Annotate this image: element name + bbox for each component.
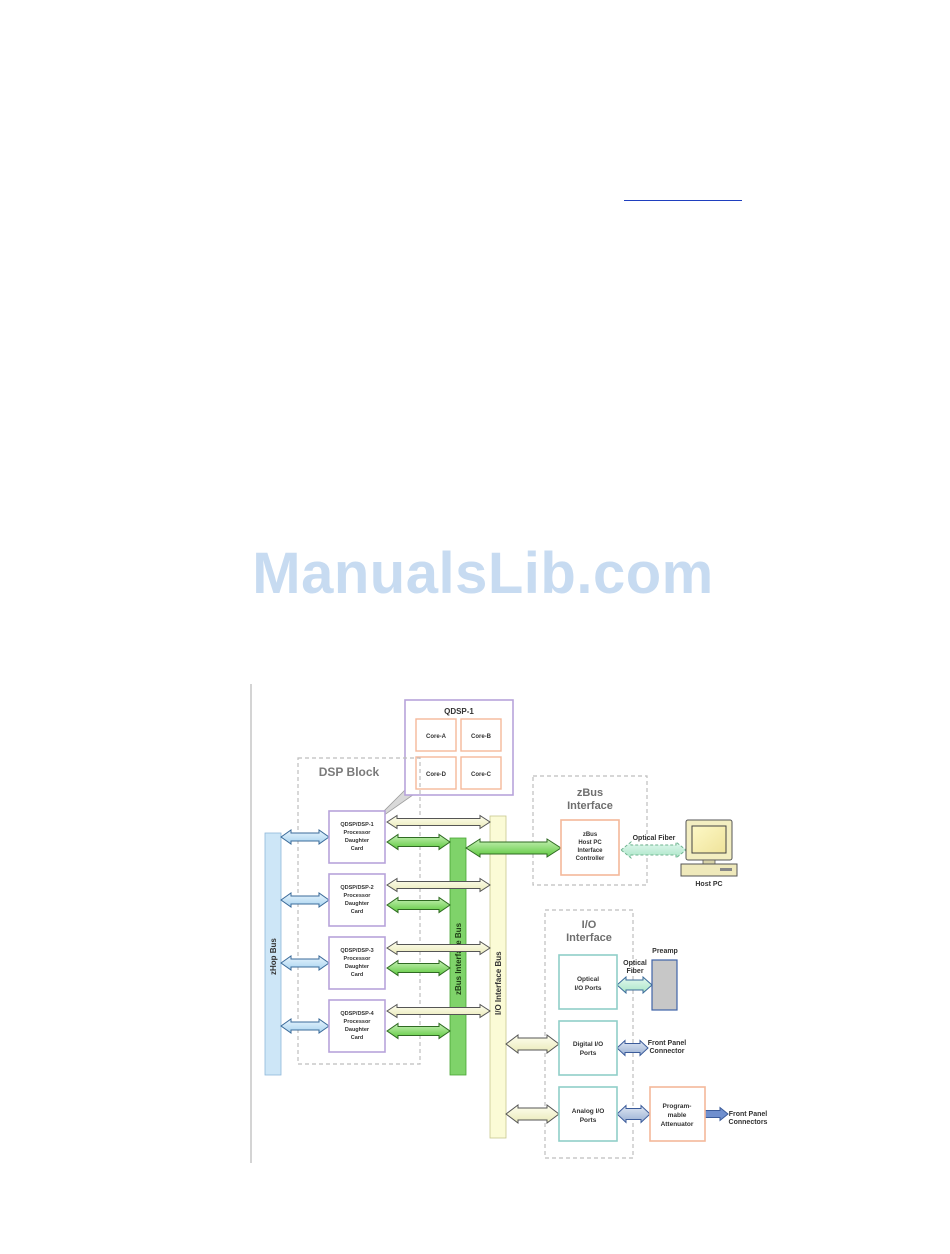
front-panel-connectors-label-2: Connectors: [729, 1119, 768, 1126]
zbus-controller-line-1: zBus: [583, 832, 598, 838]
card-4-to-io-bus-arrow: [386, 1003, 491, 1019]
card-1-to-zbus-arrow: [386, 833, 451, 851]
card-3-to-io-bus-arrow: [386, 940, 491, 956]
optical-io-ports-line-2: I/O Ports: [574, 985, 601, 992]
dsp-card-3: QDSP/DSP-3 Processor Daughter Card: [328, 936, 386, 990]
attenuator-line-2: mable: [668, 1112, 687, 1119]
zhop-to-card-2-arrow: [280, 892, 330, 908]
dsp-cards: QDSP/DSP-1 Processor Daughter Card QDSP/…: [328, 810, 386, 1053]
zhop-to-card-1-arrow: [280, 829, 330, 845]
optical-fiber-arrow: [620, 840, 687, 860]
dsp-card-4-line-2: Processor: [344, 1019, 372, 1025]
dsp-card-3-line-3: Daughter: [345, 964, 370, 970]
programmable-attenuator: Program- mable Attenuator: [649, 1086, 706, 1142]
front-panel-connector-label-1: Front Panel: [648, 1040, 687, 1047]
core-b: Core-B: [460, 718, 502, 752]
digital-io-ports: Digital I/O Ports: [558, 1020, 618, 1076]
analog-io-ports-line-2: Ports: [580, 1117, 597, 1124]
host-pc-label: Host PC: [695, 881, 722, 888]
page-link[interactable]: [624, 186, 742, 201]
dsp-card-2-line-1: QDSP/DSP-2: [340, 885, 373, 891]
digital-io-ports-line-1: Digital I/O: [573, 1041, 603, 1048]
zhop-to-card-4-arrow: [280, 1018, 330, 1034]
front-panel-connectors-label-1: Front Panel: [729, 1111, 768, 1118]
io-interface-bus: I/O Interface Bus: [489, 815, 507, 1139]
optical-fiber-label: Optical Fiber: [633, 835, 676, 842]
digital-io-ports-line-2: Ports: [580, 1050, 597, 1057]
optical-io-ports: Optical I/O Ports: [558, 954, 618, 1010]
core-a: Core-A: [415, 718, 457, 752]
io-interface-title-2: Interface: [566, 932, 612, 944]
analog-io-ports-line-1: Analog I/O: [572, 1108, 605, 1115]
dsp-card-4-line-4: Card: [351, 1035, 364, 1041]
preamp-label: Preamp: [652, 948, 678, 955]
dsp-card-4-line-3: Daughter: [345, 1027, 370, 1033]
dsp-card-2-line-4: Card: [351, 909, 364, 915]
core-a-label: Core-A: [426, 734, 447, 740]
host-pc-icon: Host PC: [680, 819, 738, 888]
qdsp-zoom-title: QDSP-1: [444, 707, 474, 716]
dsp-card-1-line-2: Processor: [344, 830, 372, 836]
front-panel-connector-label-2: Connector: [650, 1048, 685, 1055]
card-2-to-zbus-arrow: [386, 896, 451, 914]
io-optical-fiber-label-1: Optical: [623, 960, 647, 967]
attenuator-line-1: Program-: [663, 1103, 692, 1110]
zbus-controller: zBus Host PC Interface Controller: [560, 819, 620, 876]
zbus-interface-title-2: Interface: [567, 800, 613, 812]
attenuator-to-front-panel-arrow: [704, 1106, 729, 1122]
io-interface-title-1: I/O: [582, 919, 597, 931]
core-d-label: Core-D: [426, 772, 447, 778]
zbus-controller-line-4: Controller: [576, 856, 605, 862]
dsp-card-4: QDSP/DSP-4 Processor Daughter Card: [328, 999, 386, 1053]
core-c: Core-C: [460, 756, 502, 790]
zbus-to-controller-arrow: [465, 838, 562, 858]
dsp-card-1-line-1: QDSP/DSP-1: [340, 822, 373, 828]
io-bus-to-analog-arrow: [505, 1104, 560, 1124]
preamp: Preamp: [651, 948, 678, 1011]
dsp-card-3-line-1: QDSP/DSP-3: [340, 948, 373, 954]
zbus-controller-line-2: Host PC: [578, 840, 602, 846]
dsp-card-4-line-1: QDSP/DSP-4: [340, 1011, 374, 1017]
dsp-block: DSP Block: [297, 757, 421, 1065]
dsp-card-2-line-2: Processor: [344, 893, 372, 899]
io-interface-block: I/O Interface: [544, 909, 634, 1159]
zbus-interface-bus: zBus Interface Bus: [449, 837, 467, 1076]
zhop-bus: zHop Bus: [264, 832, 282, 1076]
card-1-to-io-bus-arrow: [386, 814, 491, 830]
zhop-bus-label: zHop Bus: [269, 938, 278, 975]
zbus-controller-line-3: Interface: [577, 848, 603, 854]
zbus-interface-block: zBus Interface: [532, 775, 648, 886]
core-b-label: Core-B: [471, 734, 492, 740]
io-optical-fiber-label-2: Fiber: [626, 968, 643, 975]
io-interface-bus-label: I/O Interface Bus: [494, 951, 503, 1015]
dsp-card-1-line-4: Card: [351, 846, 364, 852]
qdsp-zoom: QDSP-1 Core-A Core-B Core-D Core-C: [369, 699, 514, 826]
watermark: ManualsLib.com: [252, 541, 714, 606]
zhop-to-card-3-arrow: [280, 955, 330, 971]
analog-to-attenuator-arrow: [616, 1104, 651, 1124]
digital-to-front-panel-arrow: [616, 1039, 649, 1057]
dsp-card-3-line-2: Processor: [344, 956, 372, 962]
dsp-card-2: QDSP/DSP-2 Processor Daughter Card: [328, 873, 386, 927]
dsp-block-title: DSP Block: [319, 765, 380, 779]
zbus-interface-bus-label: zBus Interface Bus: [454, 922, 463, 995]
card-3-to-zbus-arrow: [386, 959, 451, 977]
dsp-card-3-line-4: Card: [351, 972, 364, 978]
io-bus-to-digital-arrow: [505, 1034, 560, 1054]
attenuator-line-3: Attenuator: [661, 1121, 694, 1128]
core-c-label: Core-C: [471, 772, 492, 778]
dsp-card-2-line-3: Daughter: [345, 901, 370, 907]
analog-io-ports: Analog I/O Ports: [558, 1086, 618, 1142]
zbus-interface-title-1: zBus: [577, 787, 603, 799]
optical-io-ports-line-1: Optical: [577, 976, 599, 983]
card-2-to-io-bus-arrow: [386, 877, 491, 893]
optical-ports-to-preamp-arrow: [616, 975, 653, 995]
card-4-to-zbus-arrow: [386, 1022, 451, 1040]
core-d: Core-D: [415, 756, 457, 790]
dsp-card-1-line-3: Daughter: [345, 838, 370, 844]
dsp-card-1: QDSP/DSP-1 Processor Daughter Card: [328, 810, 386, 864]
